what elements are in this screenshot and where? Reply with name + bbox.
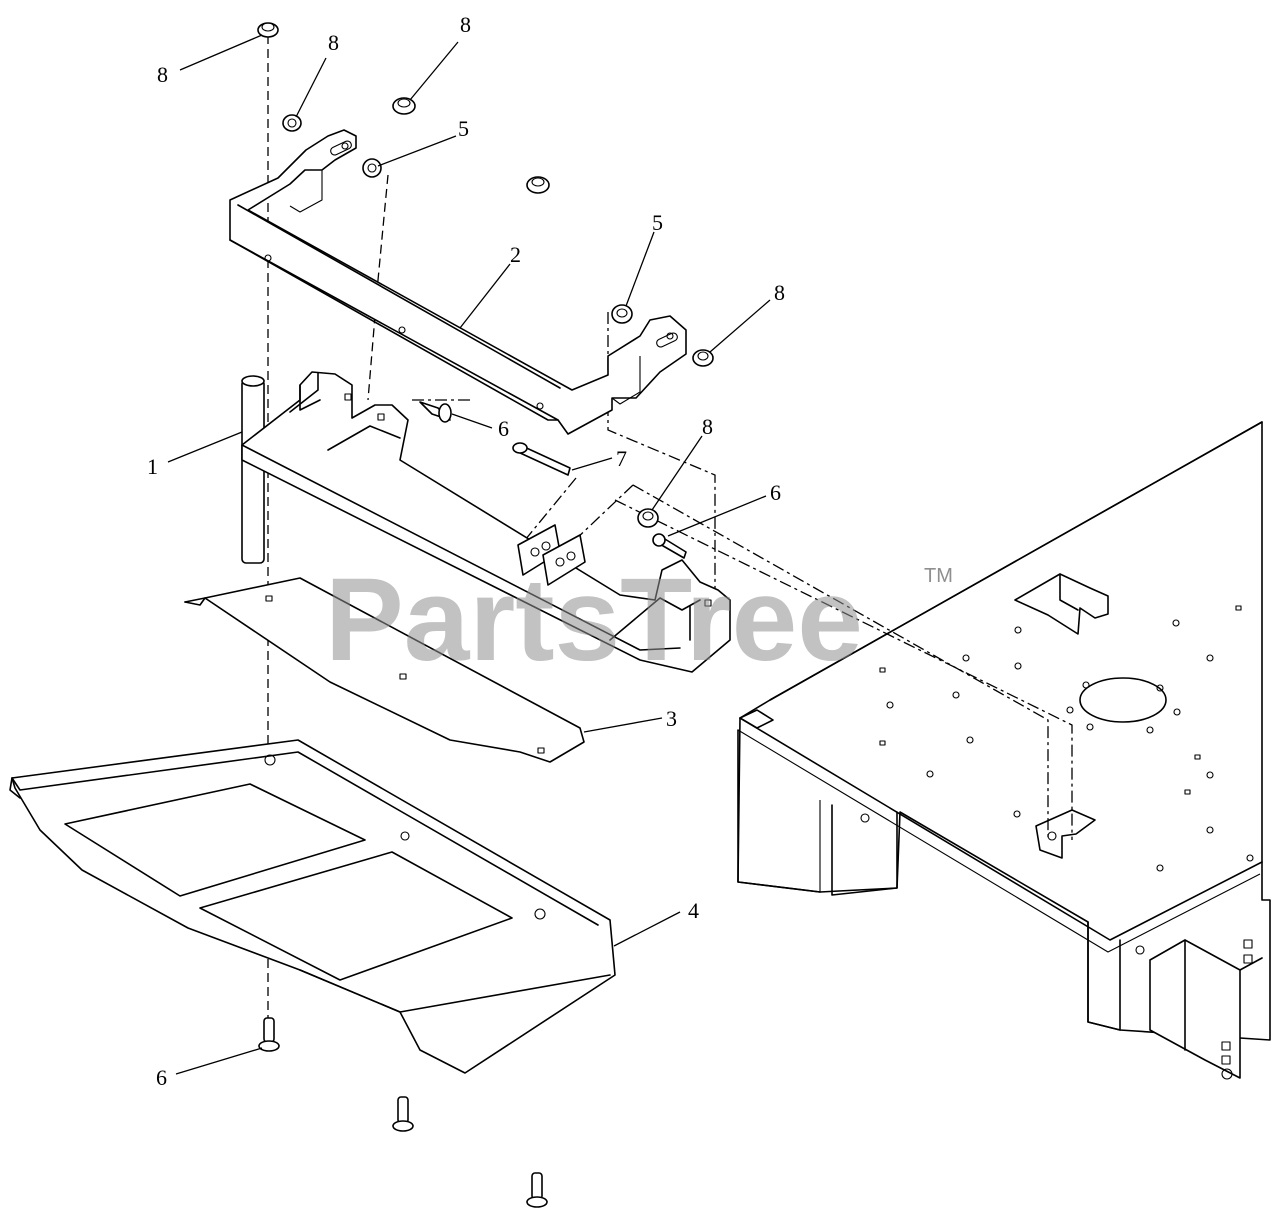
nut-center	[526, 176, 550, 194]
callout-4: 4	[688, 898, 699, 923]
trademark-symbol: TM	[924, 565, 953, 587]
nut-8-top	[257, 22, 279, 38]
washer-5-right	[611, 304, 633, 324]
callout-6-upper: 6	[498, 416, 509, 441]
watermark-text: PartsTree	[325, 554, 863, 686]
nut-8-right	[692, 349, 714, 367]
callout-8-top: 8	[157, 62, 168, 87]
pins	[419, 401, 687, 559]
callout-5-right: 5	[652, 210, 663, 235]
callout-6-lower: 6	[156, 1065, 167, 1090]
part-3-plate	[184, 577, 585, 763]
bolt-bottom	[526, 1172, 548, 1208]
lower-mounting-bracket	[241, 371, 731, 673]
leader-lines	[167, 34, 771, 1075]
callout-6-middle: 6	[770, 480, 781, 505]
callout-8-middle: 8	[702, 414, 713, 439]
bolt-6-lower	[258, 1017, 280, 1052]
alignment-lines	[267, 35, 1073, 1040]
callout-3: 3	[666, 706, 677, 731]
callout-labels: 8 8 8 5 2 5 8 6 1 7 8 6 3 4 6	[147, 12, 785, 1090]
callout-8-upper: 8	[328, 30, 339, 55]
hinge-plates	[517, 524, 586, 586]
washer-5-upper	[362, 158, 382, 178]
nut-8-upper-right	[392, 97, 416, 115]
callout-1: 1	[147, 454, 158, 479]
part-2-upper-bracket	[229, 129, 687, 435]
callout-7: 7	[616, 446, 627, 471]
washer-8-upper	[282, 114, 302, 132]
callout-8-upper-right: 8	[460, 12, 471, 37]
hardware	[257, 22, 714, 1208]
callout-2: 2	[510, 242, 521, 267]
part-4-footrest	[9, 739, 616, 1074]
bolt-lower-middle	[392, 1096, 414, 1132]
nut-8-middle	[637, 508, 659, 528]
callout-8-right: 8	[774, 280, 785, 305]
mower-frame	[737, 421, 1271, 1080]
callout-5-upper: 5	[458, 116, 469, 141]
